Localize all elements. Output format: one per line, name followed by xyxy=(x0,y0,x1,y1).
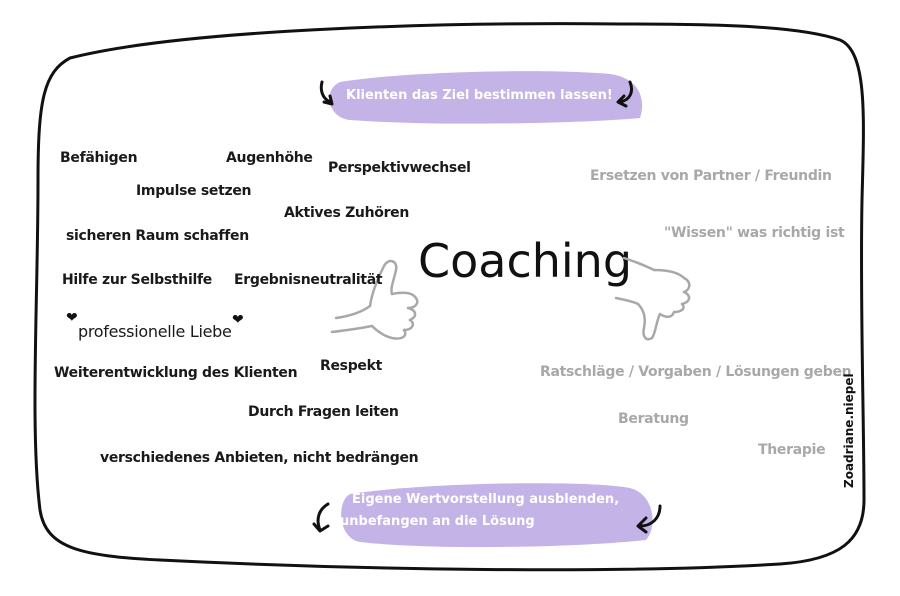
thumbs-down-icon xyxy=(614,256,691,341)
item-weiterentwicklung: Weiterentwicklung des Klienten xyxy=(54,365,298,381)
item-ersetzen: Ersetzen von Partner / Freundin xyxy=(590,168,832,184)
bottom-banner-line2: unbefangen an die Lösung xyxy=(340,514,535,529)
page-title: Coaching xyxy=(418,234,633,288)
item-selbsthilfe: Hilfe zur Selbsthilfe xyxy=(62,272,212,288)
item-ratschlaege: Ratschläge / Vorgaben / Lösungen geben xyxy=(540,364,852,380)
item-respekt: Respekt xyxy=(320,358,383,374)
item-impulse: Impulse setzen xyxy=(136,183,252,199)
bottom-banner-line1: Eigene Wertvorstellung ausblenden, xyxy=(352,492,620,507)
curved-arrow-icon xyxy=(312,502,330,533)
heart-icon: ❤ xyxy=(232,312,244,328)
thumbs-up-icon xyxy=(330,259,419,340)
item-perspektivwechsel: Perspektivwechsel xyxy=(328,160,471,176)
curved-arrow-icon xyxy=(616,80,634,108)
item-liebe: professionelle Liebe xyxy=(78,322,232,341)
item-raum: sicheren Raum schaffen xyxy=(66,228,249,244)
item-zuhoeren: Aktives Zuhören xyxy=(284,205,410,221)
item-wissen: "Wissen" was richtig ist xyxy=(664,225,845,241)
bottom-banner-shape xyxy=(341,483,653,548)
curved-arrow-icon xyxy=(319,80,334,106)
curved-arrow-icon xyxy=(636,504,662,534)
item-augenhoehe: Augenhöhe xyxy=(226,150,313,166)
heart-icon: ❤ xyxy=(66,310,78,326)
item-fragen: Durch Fragen leiten xyxy=(248,404,399,420)
top-banner-text: Klienten das Ziel bestimmen lassen! xyxy=(346,88,613,103)
top-banner-shape xyxy=(329,71,643,124)
item-therapie: Therapie xyxy=(758,442,826,458)
item-anbieten: verschiedenes Anbieten, nicht bedrängen xyxy=(100,450,419,466)
item-befaehigen: Befähigen xyxy=(60,150,138,166)
item-beratung: Beratung xyxy=(618,411,689,427)
author-signature: Zoadriane.niepel xyxy=(842,373,856,488)
item-ergebnis: Ergebnisneutralität xyxy=(234,272,383,288)
